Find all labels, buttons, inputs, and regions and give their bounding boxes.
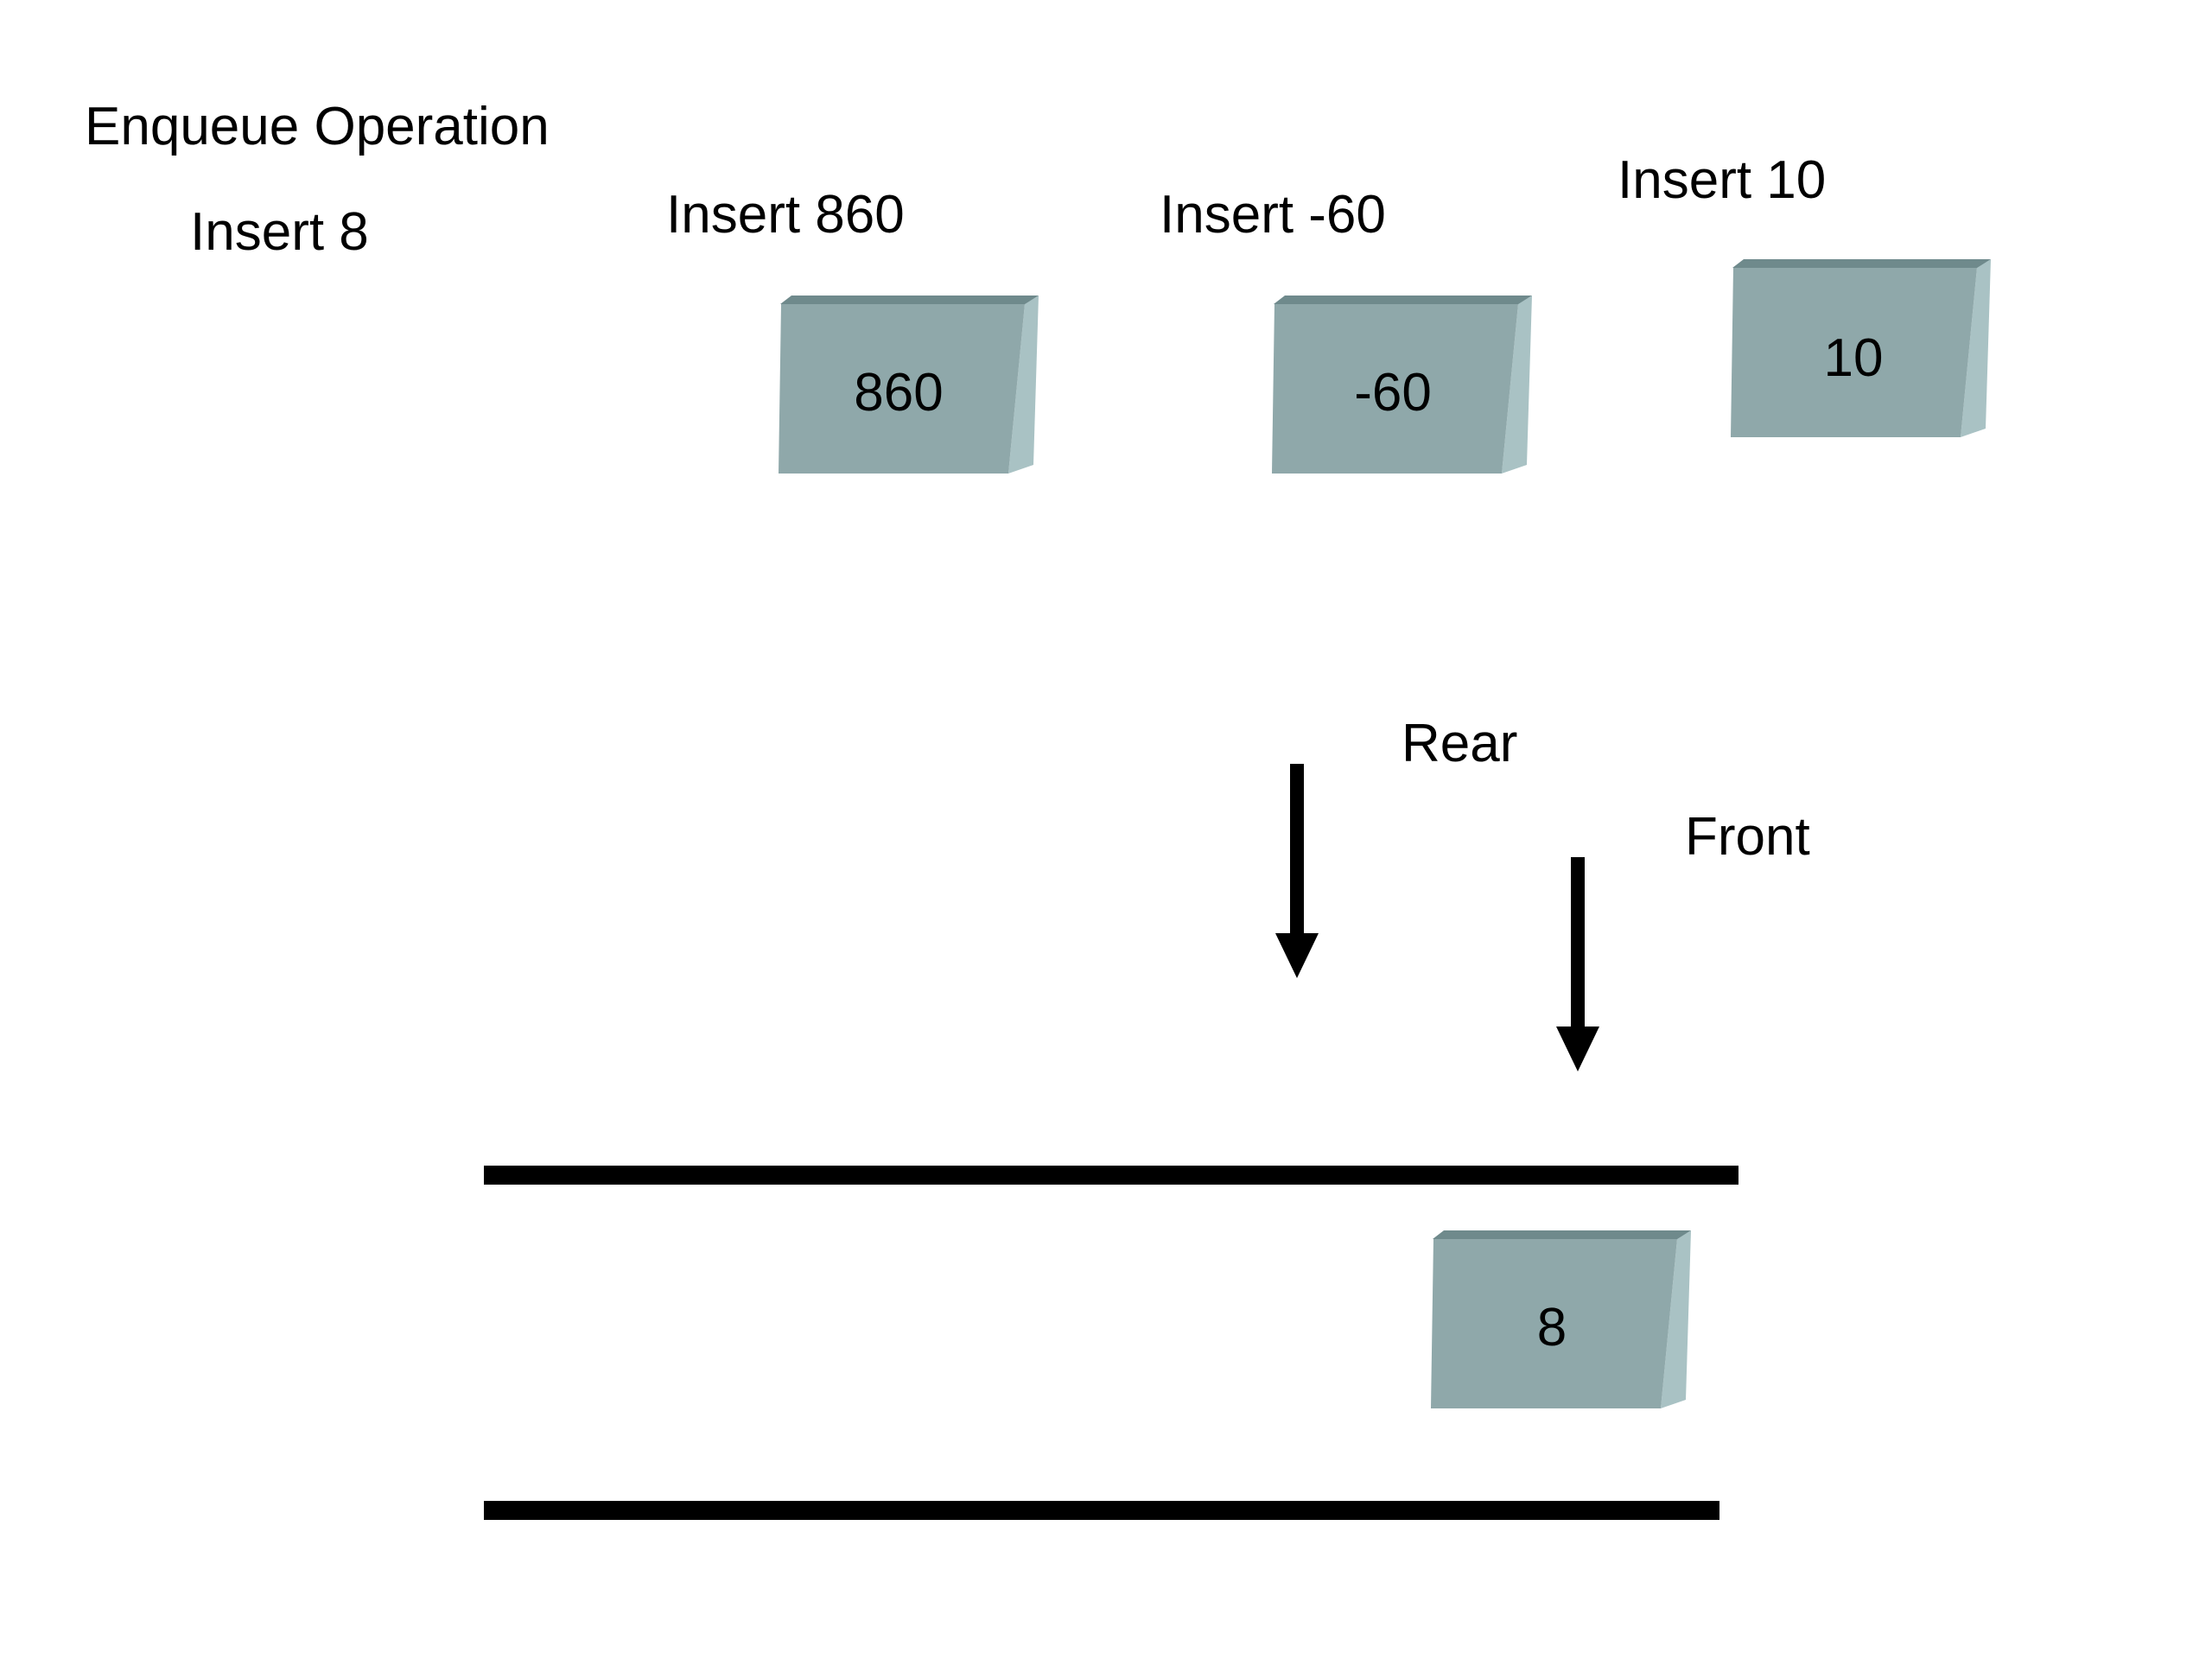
value-box-neg60: -60	[1272, 296, 1532, 474]
box-top-face	[1732, 259, 1991, 268]
box-side-face	[1008, 296, 1039, 474]
box-value-text: -60	[1354, 363, 1432, 423]
value-box-860: 860	[779, 296, 1039, 474]
queue-bottom-rail	[484, 1501, 1719, 1520]
box-top-face	[1274, 296, 1532, 304]
box-value-text: 860	[854, 363, 943, 423]
step-label-insert-8: Insert 8	[190, 202, 369, 262]
box-value-text: 10	[1824, 328, 1884, 388]
front-arrow-head	[1556, 1027, 1599, 1071]
box-side-face	[1661, 1230, 1691, 1408]
box-side-face	[1502, 296, 1532, 474]
box-front-face	[1272, 304, 1518, 474]
step-label-insert-neg60: Insert -60	[1160, 185, 1386, 245]
box-front-face	[779, 304, 1025, 474]
box-side-face	[1961, 259, 1991, 437]
box-top-face	[780, 296, 1039, 304]
box-value-text: 8	[1537, 1298, 1567, 1357]
box-front-face	[1431, 1239, 1677, 1408]
rear-arrow-shaft	[1290, 764, 1304, 937]
front-arrow-shaft	[1571, 857, 1585, 1030]
queue-top-rail	[484, 1166, 1738, 1185]
step-label-insert-10: Insert 10	[1618, 150, 1827, 210]
box-front-face	[1731, 268, 1977, 437]
rear-pointer-arrow	[1275, 764, 1319, 978]
queue-item-8: 8	[1431, 1230, 1691, 1408]
box-top-face	[1433, 1230, 1691, 1239]
rear-label: Rear	[1402, 714, 1518, 773]
diagram-title: Enqueue Operation	[85, 97, 550, 156]
step-label-insert-860: Insert 860	[666, 185, 905, 245]
value-box-10: 10	[1731, 259, 1991, 437]
front-pointer-arrow	[1556, 857, 1599, 1071]
rear-arrow-head	[1275, 933, 1319, 978]
front-label: Front	[1685, 807, 1810, 867]
